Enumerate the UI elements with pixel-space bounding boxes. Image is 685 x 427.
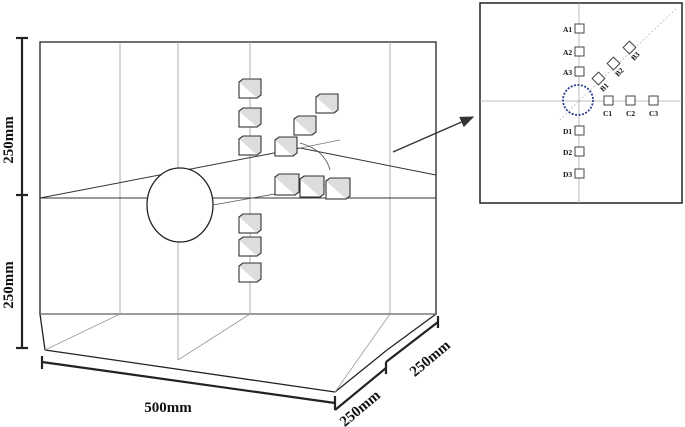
cube-a3 xyxy=(238,135,262,156)
inset-label-d1: D1 xyxy=(563,127,572,136)
inset-square-a1 xyxy=(574,23,585,34)
interior-grid xyxy=(40,42,436,393)
cube-d1 xyxy=(238,213,262,234)
inset-label-d2: D2 xyxy=(563,148,572,157)
height-bottom-label: 250mm xyxy=(1,261,17,309)
inset-label-a3: A3 xyxy=(563,68,572,77)
inset-label-c2: C2 xyxy=(626,109,635,118)
inset-square-a3 xyxy=(574,66,585,77)
right-bottom-edge xyxy=(386,313,437,351)
mid-plane xyxy=(39,139,437,199)
cube-a1 xyxy=(238,78,262,99)
inset-square-b3 xyxy=(622,40,637,55)
inlet-circle xyxy=(146,142,331,243)
cube-b2 xyxy=(293,115,317,136)
dimension-lines xyxy=(16,36,440,411)
cube-c1 xyxy=(274,173,300,196)
depth-right-label: 250mm xyxy=(407,337,454,380)
inset-square-d3 xyxy=(574,168,585,179)
inset-square-d2 xyxy=(574,146,585,157)
left-bottom-edge xyxy=(39,313,46,351)
inset-square-b1 xyxy=(591,71,606,86)
inset-square-c2 xyxy=(625,95,636,106)
width-label: 500mm xyxy=(144,400,192,416)
width-dimension-line xyxy=(41,360,336,405)
inset-label-a1: A1 xyxy=(563,25,572,34)
cube-b3 xyxy=(315,93,339,114)
back-face xyxy=(39,41,437,315)
inset-label-c3: C3 xyxy=(649,109,658,118)
cube-c3 xyxy=(325,177,351,200)
inset-inlet-circle xyxy=(562,84,594,116)
cube-a2 xyxy=(238,107,262,128)
callout-arrow xyxy=(392,116,475,153)
inset-panel: A1 A2 A3 D1 D2 D3 C1 C2 C3 B1 B2 B3 xyxy=(479,2,683,204)
inset-square-c3 xyxy=(648,95,659,106)
box-frame xyxy=(39,41,437,393)
inset-square-d1 xyxy=(574,125,585,136)
depth-front-label: 250mm xyxy=(337,387,384,427)
inset-label-a2: A2 xyxy=(563,48,572,57)
height-top-label: 250mm xyxy=(1,116,17,164)
depth-right-dimension-line xyxy=(385,321,439,363)
inset-square-c1 xyxy=(603,95,614,106)
inset-label-c1: C1 xyxy=(603,109,612,118)
inset-label-d3: D3 xyxy=(563,170,572,179)
inset-square-b2 xyxy=(606,56,621,71)
depth-front-dimension-line xyxy=(334,367,387,411)
sensor-cubes-3d xyxy=(238,78,351,283)
inset-square-a2 xyxy=(574,46,585,57)
front-bottom-edge xyxy=(44,349,336,393)
right-front-bottom-edge xyxy=(334,349,388,393)
cube-d3 xyxy=(238,262,262,283)
cube-d2 xyxy=(238,236,262,257)
cube-b1 xyxy=(274,136,298,157)
cube-c2 xyxy=(299,175,325,198)
